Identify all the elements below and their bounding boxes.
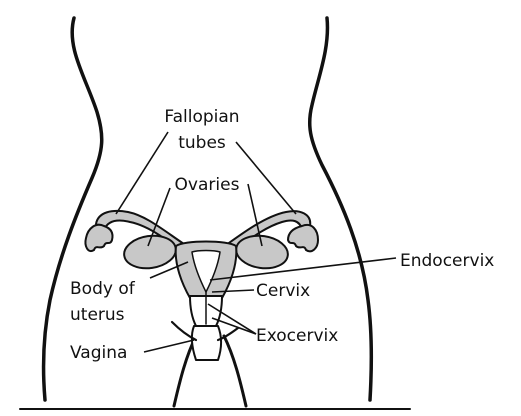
body-outline-right <box>308 16 374 402</box>
fimbriae-right <box>287 224 319 253</box>
label-body-of-uterus-line2: uterus <box>70 305 125 325</box>
body-outline <box>19 16 411 410</box>
label-body-of-uterus-line1: Body of <box>70 279 136 299</box>
leader-ovary-right <box>247 183 263 247</box>
body-outline-left <box>41 16 104 402</box>
label-cervix: Cervix <box>256 281 310 301</box>
leader-lines <box>115 131 397 353</box>
label-endocervix: Endocervix <box>400 251 494 271</box>
leader-exocervix-1 <box>207 303 257 335</box>
label-fallopian-tubes-line2: tubes <box>178 133 226 153</box>
vulva-curve-left <box>170 320 198 342</box>
vagina-shape <box>190 325 222 361</box>
fimbriae-left <box>84 223 114 252</box>
leader-body-of-uterus <box>149 261 189 279</box>
label-fallopian-tubes-line1: Fallopian <box>164 107 239 127</box>
label-exocervix: Exocervix <box>256 326 338 346</box>
leader-cervix <box>211 289 255 293</box>
leader-endocervix <box>209 257 397 281</box>
leader-ovary-left <box>147 187 171 247</box>
vulva-curve-right <box>216 326 240 342</box>
label-vagina: Vagina <box>70 343 127 363</box>
labels: Fallopian tubes Ovaries Endocervix Cervi… <box>70 107 494 363</box>
leader-fallopian-left <box>115 131 169 215</box>
inner-thigh-right <box>222 334 248 408</box>
leader-exocervix-2 <box>211 317 257 335</box>
leader-fallopian-right <box>235 141 297 215</box>
label-ovaries: Ovaries <box>175 175 240 195</box>
uterine-cavity <box>191 249 221 293</box>
reproductive-organs <box>84 209 319 361</box>
leader-vagina <box>143 339 195 353</box>
